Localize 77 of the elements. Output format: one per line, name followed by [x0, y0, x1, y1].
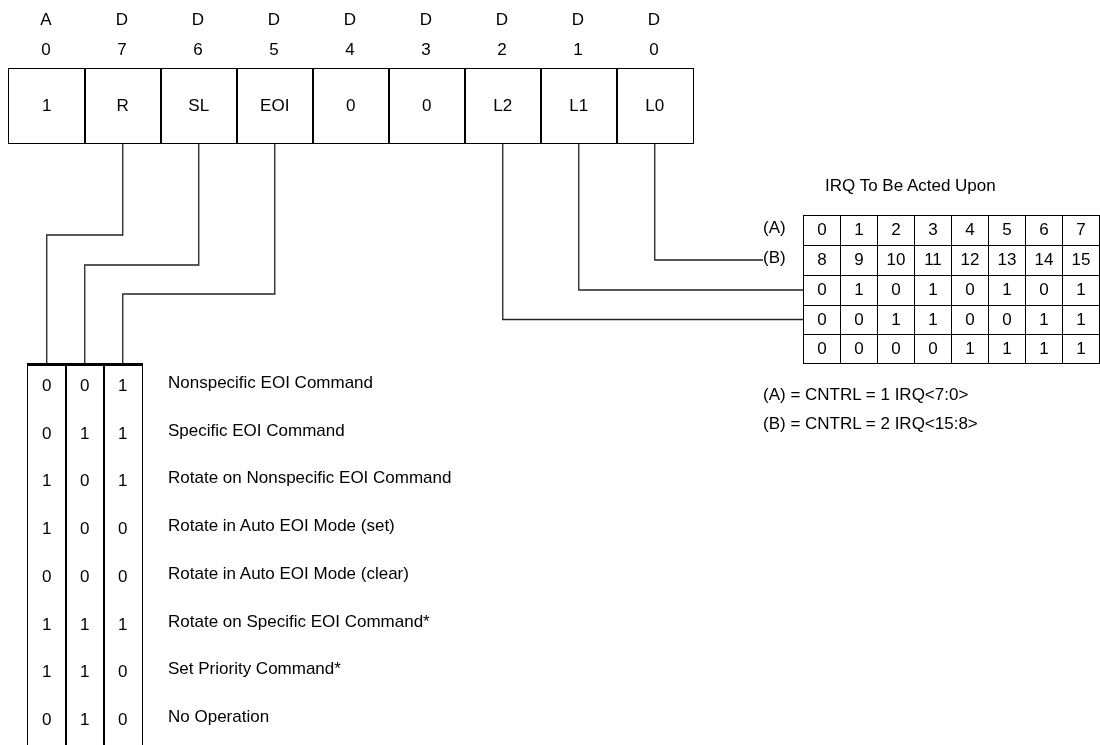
register-cell	[160, 68, 238, 144]
command-description: Nonspecific EOI Command	[168, 373, 374, 393]
command-description: Rotate on Nonspecific EOI Command	[168, 468, 452, 489]
field-name: 0	[422, 96, 432, 116]
bit-value: 0	[118, 709, 128, 730]
bit-label: D 4	[342, 9, 358, 61]
field-name: SL	[188, 96, 210, 116]
bit-value: 1	[80, 614, 90, 635]
bit-value: 1	[42, 614, 52, 635]
register-cell	[312, 68, 390, 144]
register-cell	[616, 68, 694, 144]
bit-value: 0	[118, 662, 128, 683]
bit-label: D 0	[646, 9, 662, 61]
command-description: Specific EOI Command	[168, 420, 345, 441]
table-cell: 0	[803, 334, 841, 364]
field-name: L1	[569, 96, 589, 116]
table-title: IRQ To Be Acted Upon	[825, 176, 996, 196]
note: (A) = CNTRL = 1 IRQ<7:0>	[763, 385, 969, 405]
leader-line	[578, 143, 804, 291]
bit-label: D 5	[266, 9, 282, 61]
row-label: (A)	[763, 218, 786, 238]
bit-label: D 1	[570, 9, 586, 61]
bit-value: 1	[80, 662, 90, 683]
bit-value: 0	[42, 709, 52, 730]
note: (B) = CNTRL = 2 IRQ<15:8>	[763, 414, 978, 434]
table-cell: 0	[803, 215, 841, 246]
command-description: Rotate in Auto EOI Mode (clear)	[168, 563, 409, 584]
bit-value: 0	[42, 423, 52, 444]
bit-value: 0	[80, 376, 90, 396]
bit-value: 0	[80, 566, 90, 587]
command-description: Rotate on Specific EOI Command*	[168, 611, 430, 632]
bit-value: 1	[42, 519, 52, 540]
bit-label: A 0	[39, 9, 53, 61]
bit-label: D 7	[114, 9, 130, 61]
leader-line	[46, 143, 124, 364]
register-cell	[540, 68, 618, 144]
table-cell: 7	[1062, 215, 1100, 246]
row-label: (B)	[763, 248, 786, 268]
field-name: EOI	[260, 96, 290, 116]
command-description: Rotate in Auto EOI Mode (set)	[168, 516, 395, 537]
register-cell	[464, 68, 542, 144]
bit-value: 0	[42, 566, 52, 587]
bit-value: 0	[118, 566, 128, 587]
table-column	[27, 363, 67, 745]
command-description: No Operation	[168, 706, 270, 727]
leader-line	[122, 143, 276, 364]
leader-line	[84, 143, 200, 364]
bit-value: 1	[80, 709, 90, 730]
bit-value: 1	[118, 376, 128, 396]
bit-value: 0	[80, 519, 90, 540]
field-name: R	[116, 96, 129, 116]
register-cell	[388, 68, 466, 144]
bit-label: D 3	[418, 9, 434, 61]
leader-line	[654, 143, 764, 261]
register-cell	[8, 68, 86, 144]
field-name: L0	[645, 96, 665, 116]
bit-label: D 2	[494, 9, 510, 61]
bit-value: 1	[118, 423, 128, 444]
bit-value: 1	[42, 471, 52, 492]
leader-line	[502, 143, 804, 321]
table-column	[65, 363, 105, 745]
bit-value: 0	[118, 519, 128, 540]
bit-value: 1	[42, 662, 52, 683]
bit-value: 0	[42, 376, 52, 396]
bit-value: 1	[118, 471, 128, 492]
table-cell: 1	[1062, 334, 1100, 364]
field-name: 0	[346, 96, 356, 116]
bit-value: 1	[118, 614, 128, 635]
bit-value: 0	[80, 471, 90, 492]
register-cell	[236, 68, 314, 144]
field-name: L2	[493, 96, 513, 116]
table-column	[103, 363, 143, 745]
register-cell	[84, 68, 162, 144]
command-description: Set Priority Command*	[168, 659, 341, 680]
bit-label: D 6	[190, 9, 206, 61]
bit-value: 1	[80, 423, 90, 444]
field-name: 1	[42, 96, 52, 116]
